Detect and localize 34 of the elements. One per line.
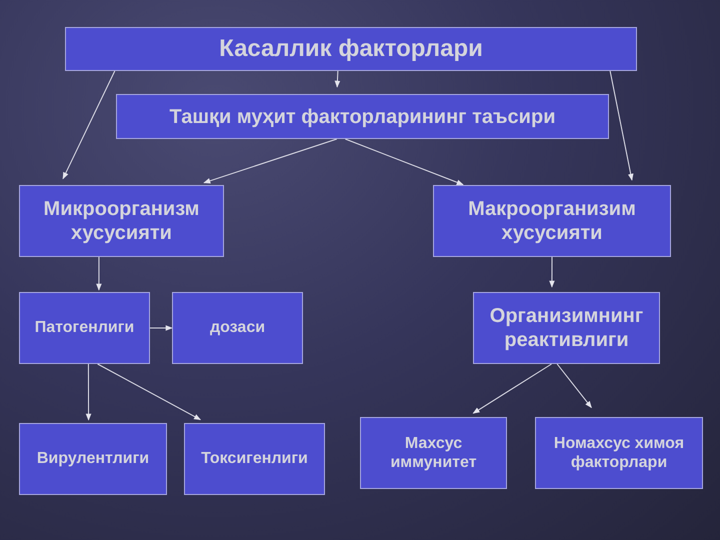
process-box	[360, 417, 507, 489]
process-box	[19, 185, 224, 257]
box-label: Патогенлиги	[34, 318, 134, 338]
process-box	[473, 292, 660, 364]
arrow	[472, 364, 552, 414]
arrow	[62, 70, 116, 180]
box-label: дозаси	[210, 318, 266, 338]
arrow	[556, 364, 592, 408]
box-label: Токсигенлиги	[201, 449, 308, 469]
process-box	[172, 292, 303, 364]
process-box	[19, 423, 167, 495]
box-label: Ташқи муҳит факторларининг таъсири	[169, 104, 556, 128]
arrow	[549, 256, 555, 288]
box-label: Номахсус химоя факторлари	[552, 434, 686, 472]
process-box	[65, 27, 637, 71]
arrow	[334, 70, 340, 88]
process-box	[116, 94, 609, 139]
arrow	[97, 364, 202, 420]
process-box	[19, 292, 150, 364]
box-label: Касаллик факторлари	[219, 34, 483, 64]
arrow	[86, 364, 92, 421]
arrow	[150, 325, 173, 331]
arrow	[96, 256, 102, 291]
arrow	[610, 70, 634, 181]
box-label: Вирулентлиги	[36, 449, 150, 469]
arrow	[203, 138, 338, 184]
process-box	[184, 423, 325, 495]
process-box	[433, 185, 671, 257]
box-label: Махсус иммунитет	[389, 434, 478, 472]
box-label: Микроорганизм хусусияти	[42, 197, 200, 245]
box-label: Организимнинг реактивлиги	[488, 304, 644, 352]
box-label: Макроорганизим хусусияти	[467, 197, 637, 245]
arrow	[344, 138, 464, 186]
process-box	[535, 417, 703, 489]
